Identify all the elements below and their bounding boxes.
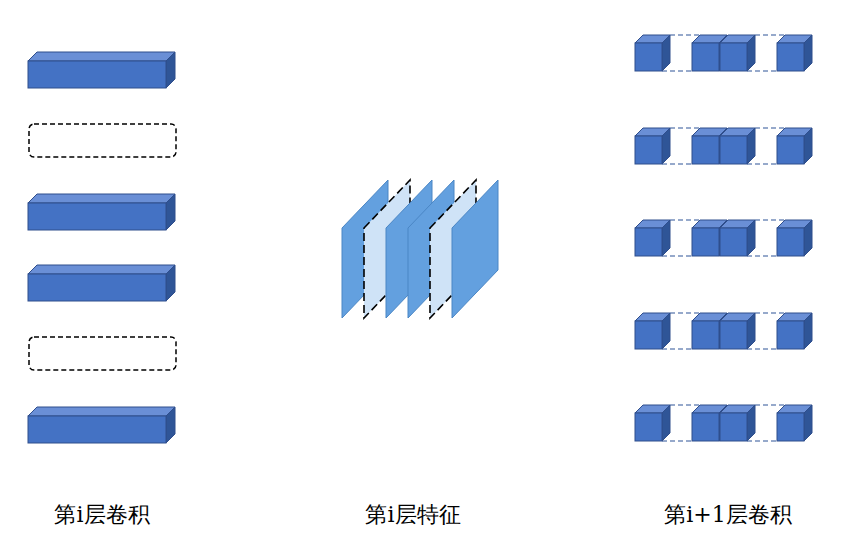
- kernel-cube: [777, 313, 812, 349]
- next-kernels: [635, 35, 812, 441]
- kernel-cube: [635, 405, 670, 441]
- kernel-cube: [720, 35, 755, 71]
- kernel-bar: [28, 407, 175, 443]
- kernel-cube: [777, 128, 812, 164]
- kernel-cube: [720, 313, 755, 349]
- kernel-cube: [720, 220, 755, 256]
- kernel-cube: [635, 220, 670, 256]
- feature-maps: [342, 180, 498, 318]
- kernel-cube: [635, 35, 670, 71]
- kernel-bars: [28, 52, 176, 443]
- kernel-cube: [720, 128, 755, 164]
- kernel-cube: [777, 35, 812, 71]
- kernel-bar: [28, 194, 175, 230]
- column-label: 第i层卷积: [54, 502, 149, 528]
- pruned-kernel: [29, 337, 176, 370]
- kernel-bar: [28, 52, 175, 88]
- kernel-cube: [777, 405, 812, 441]
- kernel-cube: [635, 313, 670, 349]
- kernel-bar: [28, 265, 175, 301]
- column-label: 第i层特征: [365, 502, 460, 528]
- pruned-kernel: [29, 124, 176, 157]
- kernel-cube: [720, 405, 755, 441]
- kernel-cube: [635, 128, 670, 164]
- kernel-cube: [777, 220, 812, 256]
- feature-map: [452, 180, 498, 318]
- column-label: 第i+1层卷积: [664, 502, 791, 528]
